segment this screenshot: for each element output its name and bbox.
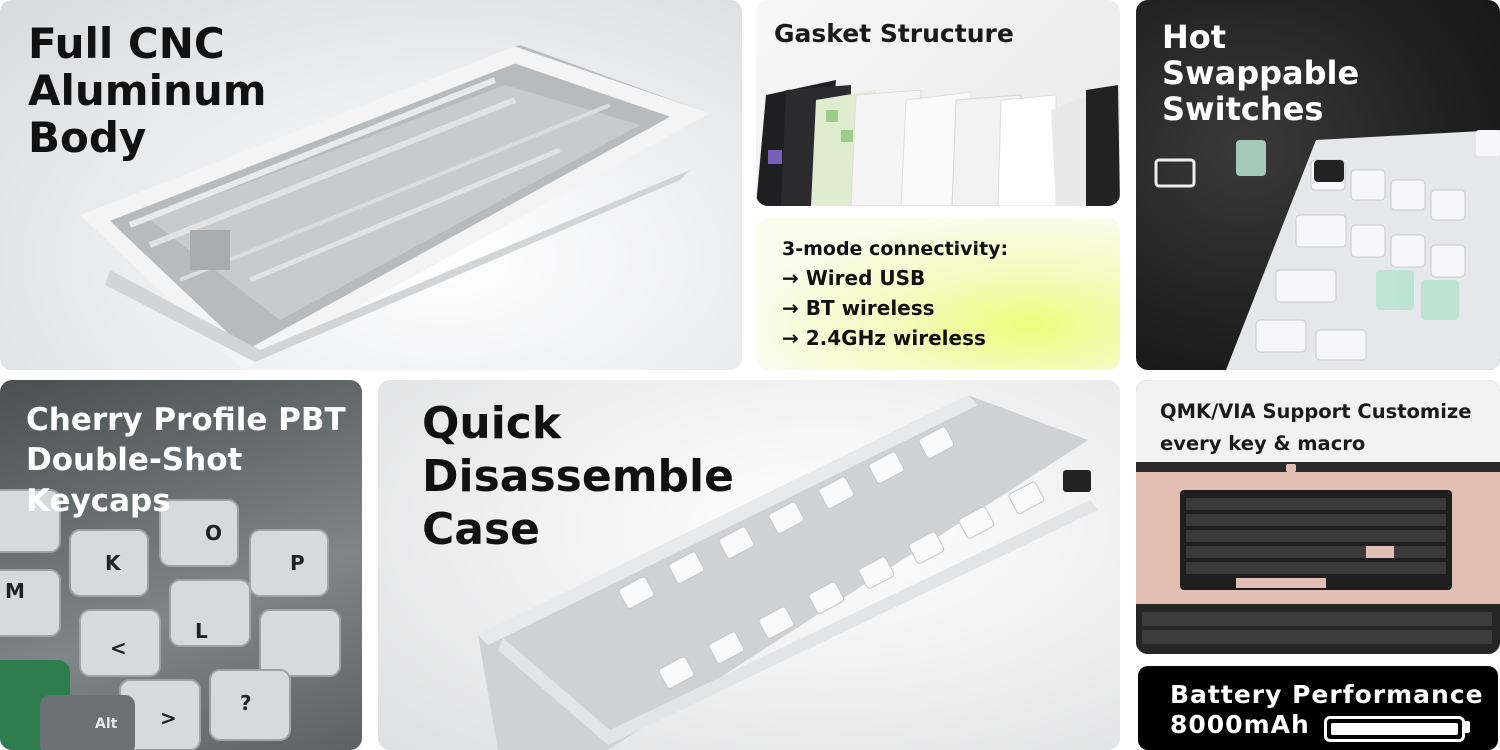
battery-box: Battery Performance 8000mAh — [1138, 666, 1498, 750]
connectivity-panel: 3-mode connectivity: → Wired USB → BT wi… — [756, 218, 1120, 370]
keycap-legend: K — [105, 551, 122, 575]
keycap-legend: M — [5, 579, 25, 603]
gasket-layers-illustration — [756, 80, 1120, 206]
battery-panel: Battery Performance 8000mAh — [1136, 664, 1500, 750]
connectivity-title: 3-mode connectivity: — [782, 238, 1009, 260]
panel-title: Quick Disassemble Case — [422, 398, 734, 555]
qmk-via-panel: QMK/VIA Support Customize every key & ma… — [1136, 380, 1500, 654]
panel-title: Gasket Structure — [774, 19, 1014, 48]
connectivity-item-wired: → Wired USB — [782, 266, 926, 290]
keycap-legend: ? — [240, 691, 252, 715]
via-configurator-screenshot — [1136, 464, 1500, 654]
disassembled-case-illustration — [478, 395, 1098, 750]
battery-title: Battery Performance — [1170, 680, 1484, 709]
gasket-panel: Gasket Structure — [756, 0, 1120, 206]
keycap-legend: P — [290, 551, 305, 575]
panel-title: QMK/VIA Support Customize every key & ma… — [1160, 400, 1472, 456]
battery-fill — [1331, 723, 1458, 735]
connectivity-item-24ghz: → 2.4GHz wireless — [782, 326, 986, 350]
keycap-legend: O — [205, 521, 222, 545]
keyboard-switch-illustration — [1154, 130, 1500, 370]
keycap-legend: L — [195, 619, 208, 643]
qmk-header — [1136, 380, 1500, 462]
battery-capacity: 8000mAh — [1170, 710, 1310, 739]
cnc-body-panel: Full CNC Aluminum Body — [0, 0, 742, 370]
keycaps-panel: K L M O P < > ? Alt Cherry Profile PBT D… — [0, 380, 362, 750]
panel-title: Cherry Profile PBT Double-Shot Keycaps — [26, 402, 346, 519]
keycap-legend: < — [110, 636, 127, 660]
connectivity-item-bt: → BT wireless — [782, 296, 935, 320]
keycap-legend: Alt — [95, 716, 118, 732]
panel-title: Hot Swappable Switches — [1162, 18, 1360, 128]
battery-icon — [1324, 716, 1465, 742]
panel-title: Full CNC Aluminum Body — [28, 19, 267, 163]
hot-swap-panel: Hot Swappable Switches — [1136, 0, 1500, 370]
quick-disassemble-panel: Quick Disassemble Case — [378, 380, 1120, 750]
aluminum-frame-illustration — [80, 45, 710, 370]
battery-tip — [1464, 721, 1470, 733]
keycaps-illustration: K L M O P < > ? Alt — [0, 489, 341, 750]
keycap-legend: > — [160, 706, 177, 730]
